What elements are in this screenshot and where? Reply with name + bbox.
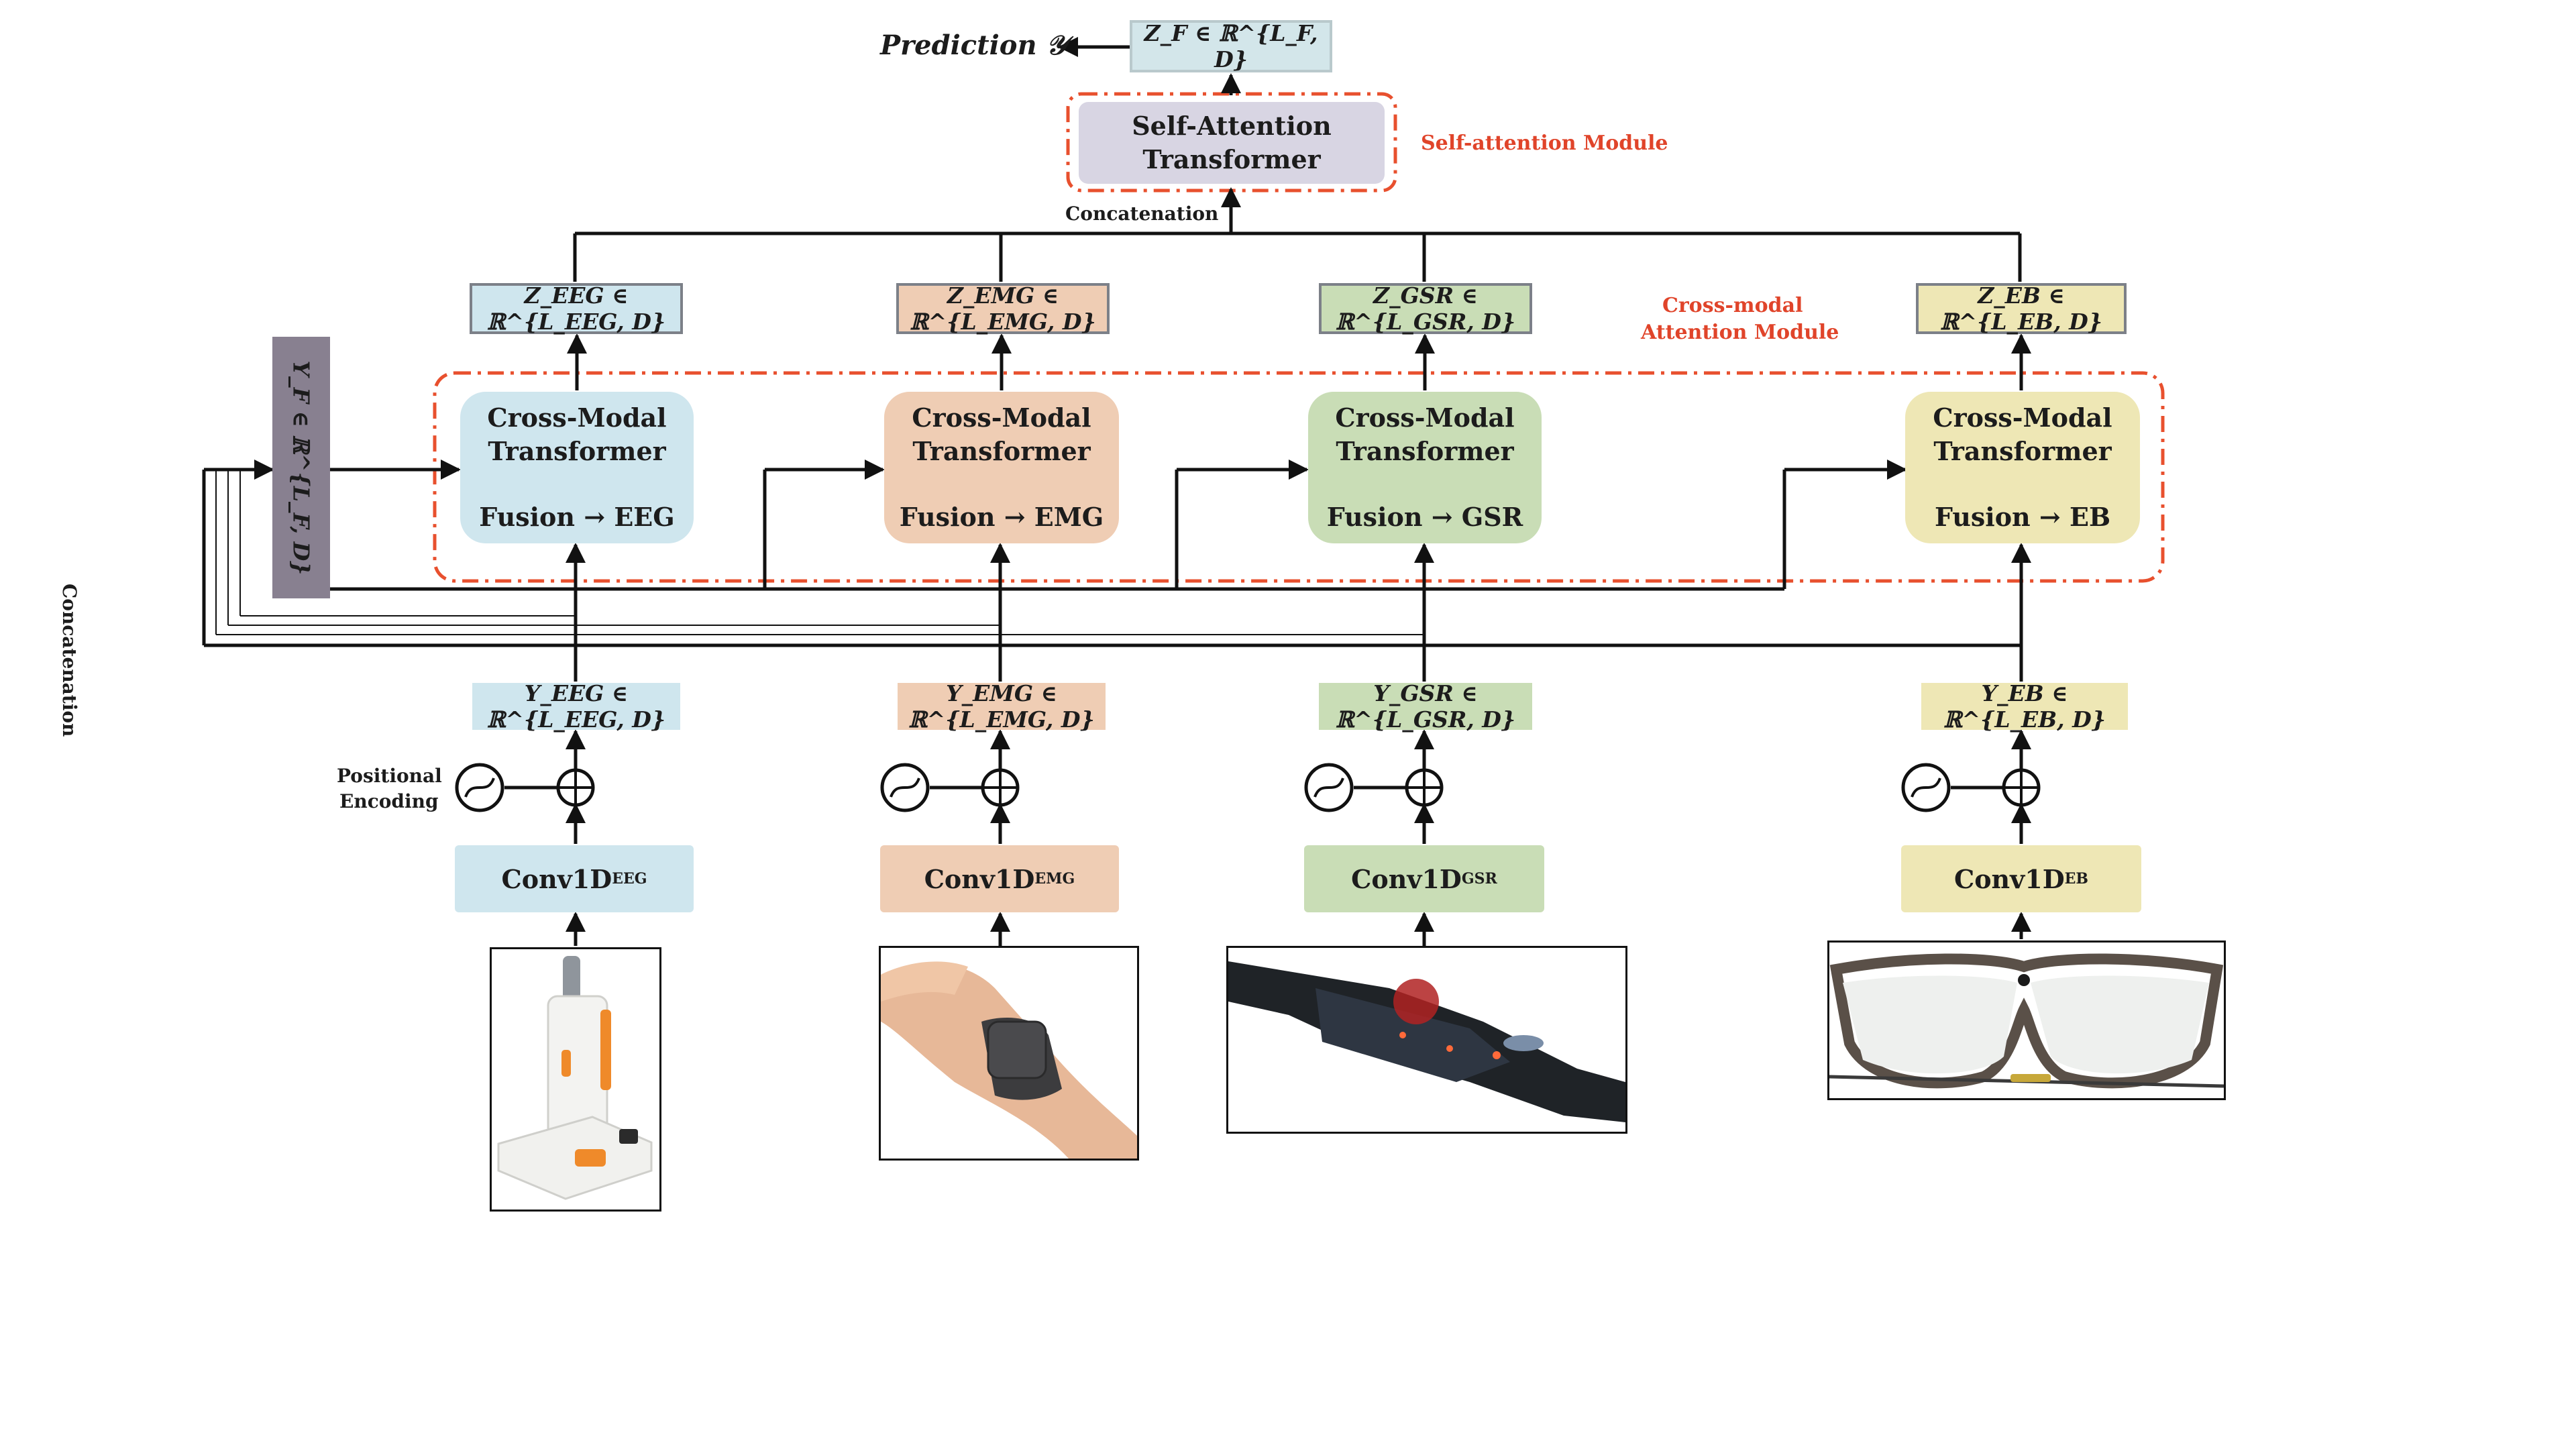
cross-modal-module-label-1: Cross-modal	[1662, 294, 1803, 317]
gsr-device-image	[1226, 946, 1627, 1134]
cmt-emg-line2: Transformer	[912, 436, 1091, 466]
y-emg-label: Y_EMG ∈ ℝ^{L_EMG, D}	[908, 680, 1095, 733]
cmt-gsr-line1: Cross-Modal	[1335, 402, 1515, 433]
gsr-sensor-illustration	[1228, 961, 1625, 1122]
eeg-device-illustration	[497, 956, 653, 1200]
concatenation-side-label: Concatenation	[58, 584, 80, 737]
cmt-eb-line2: Transformer	[1933, 436, 2112, 466]
prediction-label: Prediction 𝒴	[880, 30, 1067, 61]
fusion-eeg-label: Fusion → EEG	[479, 502, 675, 532]
z-emg-label: Z_EMG ∈ ℝ^{L_EMG, D}	[910, 282, 1096, 335]
cross-modal-transformer-emg: Cross-Modal Transformer Fusion → EMG	[884, 392, 1119, 543]
cmt-eeg-line1: Cross-Modal	[487, 402, 667, 433]
z-emg-box: Z_EMG ∈ ℝ^{L_EMG, D}	[896, 282, 1110, 335]
y-emg-box: Y_EMG ∈ ℝ^{L_EMG, D}	[898, 680, 1106, 733]
fusion-eb-label: Fusion → EB	[1934, 502, 2111, 532]
fusion-gsr-label: Fusion → GSR	[1326, 502, 1523, 532]
y-eeg-label: Y_EEG ∈ ℝ^{L_EEG, D}	[486, 680, 666, 733]
cmt-eeg-line2: Transformer	[488, 436, 666, 466]
z-gsr-box: Z_GSR ∈ ℝ^{L_GSR, D}	[1319, 282, 1532, 335]
conv-emg-main: Conv1D	[924, 863, 1035, 894]
conv-eeg-sub: EEG	[612, 870, 647, 888]
emg-wristband-illustration	[881, 961, 1137, 1159]
z-eeg-box: Z_EEG ∈ ℝ^{L_EEG, D}	[470, 282, 683, 335]
conv-gsr-sub: GSR	[1461, 870, 1497, 888]
conv-eb-sub: EB	[2064, 870, 2089, 888]
y-eb-box: Y_EB ∈ ℝ^{L_EB, D}	[1921, 680, 2128, 733]
cmt-emg-line1: Cross-Modal	[912, 402, 1091, 433]
fused-input-label: Y_F ∈ ℝ^{L_F, D}	[288, 360, 315, 575]
eeg-device-image	[490, 947, 661, 1212]
fusion-emg-label: Fusion → EMG	[899, 502, 1104, 532]
z-eb-box: Z_EB ∈ ℝ^{L_EB, D}	[1916, 282, 2127, 335]
self-attention-line2: Transformer	[1142, 144, 1321, 174]
self-attention-transformer: Self-Attention Transformer	[1079, 102, 1385, 184]
y-gsr-label: Y_GSR ∈ ℝ^{L_GSR, D}	[1335, 680, 1516, 733]
conv-emg-sub: EMG	[1034, 870, 1075, 888]
cmt-eb-line1: Cross-Modal	[1933, 402, 2112, 433]
cross-modal-transformer-eb: Cross-Modal Transformer Fusion → EB	[1905, 392, 2140, 543]
z-eb-label: Z_EB ∈ ℝ^{L_EB, D}	[1940, 282, 2102, 335]
emg-device-image	[879, 946, 1139, 1161]
self-attention-module-label: Self-attention Module	[1421, 131, 1668, 155]
y-eeg-box: Y_EEG ∈ ℝ^{L_EEG, D}	[472, 680, 680, 733]
z-gsr-label: Z_GSR ∈ ℝ^{L_GSR, D}	[1335, 282, 1516, 335]
cross-modal-module-label-2: Attention Module	[1641, 321, 1839, 344]
conv-gsr-main: Conv1D	[1351, 863, 1462, 894]
eye-tracking-glasses-illustration	[1829, 953, 2224, 1089]
cross-modal-module-border	[433, 371, 2165, 583]
conv-eeg-main: Conv1D	[501, 863, 612, 894]
y-gsr-box: Y_GSR ∈ ℝ^{L_GSR, D}	[1319, 680, 1532, 733]
fusion-output-label: Z_F ∈ ℝ^{L_F, D}	[1144, 20, 1318, 72]
cross-modal-transformer-eeg: Cross-Modal Transformer Fusion → EEG	[460, 392, 694, 543]
concatenation-top-label: Concatenation	[1065, 203, 1219, 225]
z-eeg-label: Z_EEG ∈ ℝ^{L_EEG, D}	[486, 282, 666, 335]
cross-modal-transformer-gsr: Cross-Modal Transformer Fusion → GSR	[1308, 392, 1542, 543]
positional-encoding-label-1: Positional	[337, 765, 442, 787]
positional-encoding-label-2: Encoding	[339, 790, 439, 812]
y-eb-label: Y_EB ∈ ℝ^{L_EB, D}	[1943, 680, 2106, 733]
self-attention-line1: Self-Attention	[1132, 111, 1332, 141]
eb-device-image	[1827, 941, 2226, 1100]
conv-eb-main: Conv1D	[1953, 863, 2065, 894]
fused-input-box: Y_F ∈ ℝ^{L_F, D}	[272, 337, 330, 598]
cmt-gsr-line2: Transformer	[1336, 436, 1514, 466]
fusion-output-box: Z_F ∈ ℝ^{L_F, D}	[1130, 20, 1332, 72]
